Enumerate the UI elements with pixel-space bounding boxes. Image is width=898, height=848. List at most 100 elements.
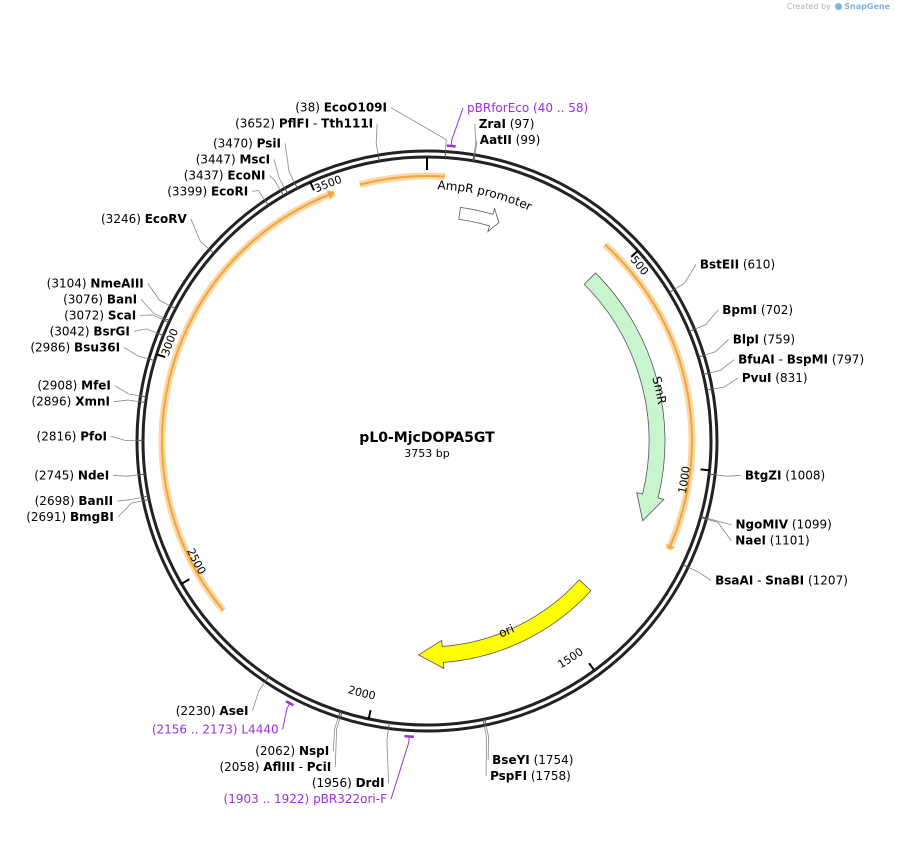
primer-name: pBRforEco [467, 101, 529, 115]
label-separator: - [775, 353, 787, 367]
site-label[interactable]: (3104) NmeAIII [47, 276, 144, 290]
site-cut-mark [208, 248, 215, 254]
enzyme-name: BfuAI [738, 353, 775, 367]
position-label: (2058) [219, 760, 259, 774]
site-label[interactable]: BsaAI - SnaBI (1207) [715, 574, 848, 588]
feature-band [161, 193, 330, 612]
site-label[interactable]: (3042) BsrGI [50, 324, 130, 338]
site-label[interactable]: (3470) PsiI [213, 136, 281, 150]
position-label: (1207) [808, 574, 848, 588]
site-label[interactable]: PspFI (1758) [490, 769, 571, 783]
feature-ori[interactable] [417, 579, 592, 670]
site-label[interactable]: NaeI (1101) [735, 534, 809, 548]
site-leader [390, 107, 447, 151]
enzyme-name: PciI [307, 760, 332, 774]
enzyme-name: AatII [480, 133, 512, 147]
site-label[interactable]: (2745) NdeI [34, 468, 109, 482]
primer-arrow[interactable] [446, 144, 456, 148]
enzyme-name: BsrGI [93, 324, 130, 338]
site-cut-mark [709, 473, 717, 476]
site-label[interactable]: (3437) EcoNI [184, 168, 266, 182]
tick-label: 2000 [347, 683, 377, 703]
site-label[interactable]: (3447) MscI [196, 152, 270, 166]
position-label: (3072) [64, 308, 104, 322]
site-label[interactable]: ZraI (97) [479, 117, 535, 131]
site-label[interactable]: (38) EcoO109I [295, 101, 387, 115]
snapgene-logo-icon [835, 3, 843, 10]
site-leader [473, 124, 477, 154]
enzyme-name: NmeAIII [90, 276, 143, 290]
credit-brand: SnapGene [844, 2, 890, 11]
site-cut-mark [283, 187, 289, 194]
site-label[interactable]: (2691) BmgBI [26, 510, 114, 524]
site-leader [252, 682, 265, 711]
site-leader [332, 717, 339, 752]
tick-label-text: 1000 [676, 465, 693, 494]
site-cut-mark [141, 495, 149, 499]
site-label[interactable]: PvuI (831) [742, 371, 808, 385]
site-leader [252, 190, 265, 200]
site-cut-mark [682, 564, 690, 569]
enzyme-name: ZraI [479, 117, 506, 131]
site-label[interactable]: (2896) XmnI [31, 395, 110, 409]
site-leader [485, 725, 489, 761]
primer-label[interactable]: (2156 .. 2173) L4440 [152, 722, 279, 736]
enzyme-name: BsaAI [715, 574, 753, 588]
site-label[interactable]: (3652) PflFI - Tth111I [235, 117, 373, 131]
site-label[interactable]: BtgZI (1008) [745, 468, 825, 482]
position-label: (702) [761, 303, 793, 317]
site-leader [269, 175, 281, 190]
tick-label: 1500 [556, 645, 586, 671]
site-label[interactable]: BstEII (610) [700, 258, 775, 272]
enzyme-name: EcoNI [227, 168, 265, 182]
site-label[interactable]: AatII (99) [480, 133, 541, 147]
site-label[interactable]: BfuAI - BspMI (797) [738, 353, 864, 367]
enzyme-name: BanI [107, 292, 137, 306]
position-label: (2896) [31, 395, 71, 409]
site-cut-mark [688, 328, 696, 333]
primer-label[interactable]: pBRforEco (40 .. 58) [467, 101, 588, 115]
primer-leader [282, 703, 290, 730]
site-label[interactable]: BseYI (1754) [492, 753, 573, 767]
site-label[interactable]: (3072) ScaI [64, 308, 136, 322]
enzyme-name: AseI [219, 704, 248, 718]
position-label: (2691) [26, 510, 66, 524]
position-label: (1008) [785, 468, 825, 482]
position-label: (610) [743, 258, 775, 272]
site-leader [375, 123, 379, 155]
site-label[interactable]: (2230) AseI [176, 704, 249, 718]
site-label[interactable]: NgoMIV (1099) [735, 518, 831, 532]
site-label[interactable]: (2816) PfoI [37, 429, 107, 443]
enzyme-name: BseYI [492, 753, 530, 767]
position-label: (97) [510, 117, 535, 131]
enzyme-name: BspMI [787, 353, 828, 367]
feature-band-arrowhead [326, 190, 335, 200]
site-label[interactable]: BpmI (702) [722, 303, 793, 317]
primer-arrow[interactable] [404, 734, 414, 738]
site-label[interactable]: (3076) BanI [63, 292, 137, 306]
feature-ampr-promoter[interactable] [458, 206, 500, 233]
enzyme-name: BlpI [733, 332, 759, 346]
site-label[interactable]: (3399) EcoRI [167, 184, 248, 198]
feature-label: ori [497, 622, 517, 641]
site-cut-mark [377, 154, 380, 162]
site-label[interactable]: BlpI (759) [733, 332, 795, 346]
primer-leader [450, 107, 464, 146]
site-label[interactable]: (2986) Bsu36I [30, 340, 120, 354]
site-label[interactable]: (3246) EcoRV [101, 212, 188, 226]
site-cut-mark [138, 401, 146, 403]
site-leader [140, 299, 164, 319]
primer-label[interactable]: (1903 .. 1922) pBR322ori-F [224, 792, 388, 806]
label-separator: - [295, 760, 307, 774]
site-label[interactable]: (2058) AflIII - PciI [219, 760, 331, 774]
site-label[interactable]: (2908) MfeI [37, 379, 111, 393]
feature-smr[interactable] [583, 272, 666, 522]
site-leader [474, 139, 478, 155]
site-label[interactable]: (1956) DrdI [312, 776, 385, 790]
site-label[interactable]: (2698) BanII [35, 494, 113, 508]
position-label: (2156 .. 2173) [152, 722, 238, 736]
primer-name: pBR322ori-F [313, 792, 387, 806]
site-label[interactable]: (2062) NspI [255, 744, 329, 758]
primer-arrow[interactable] [285, 700, 295, 707]
